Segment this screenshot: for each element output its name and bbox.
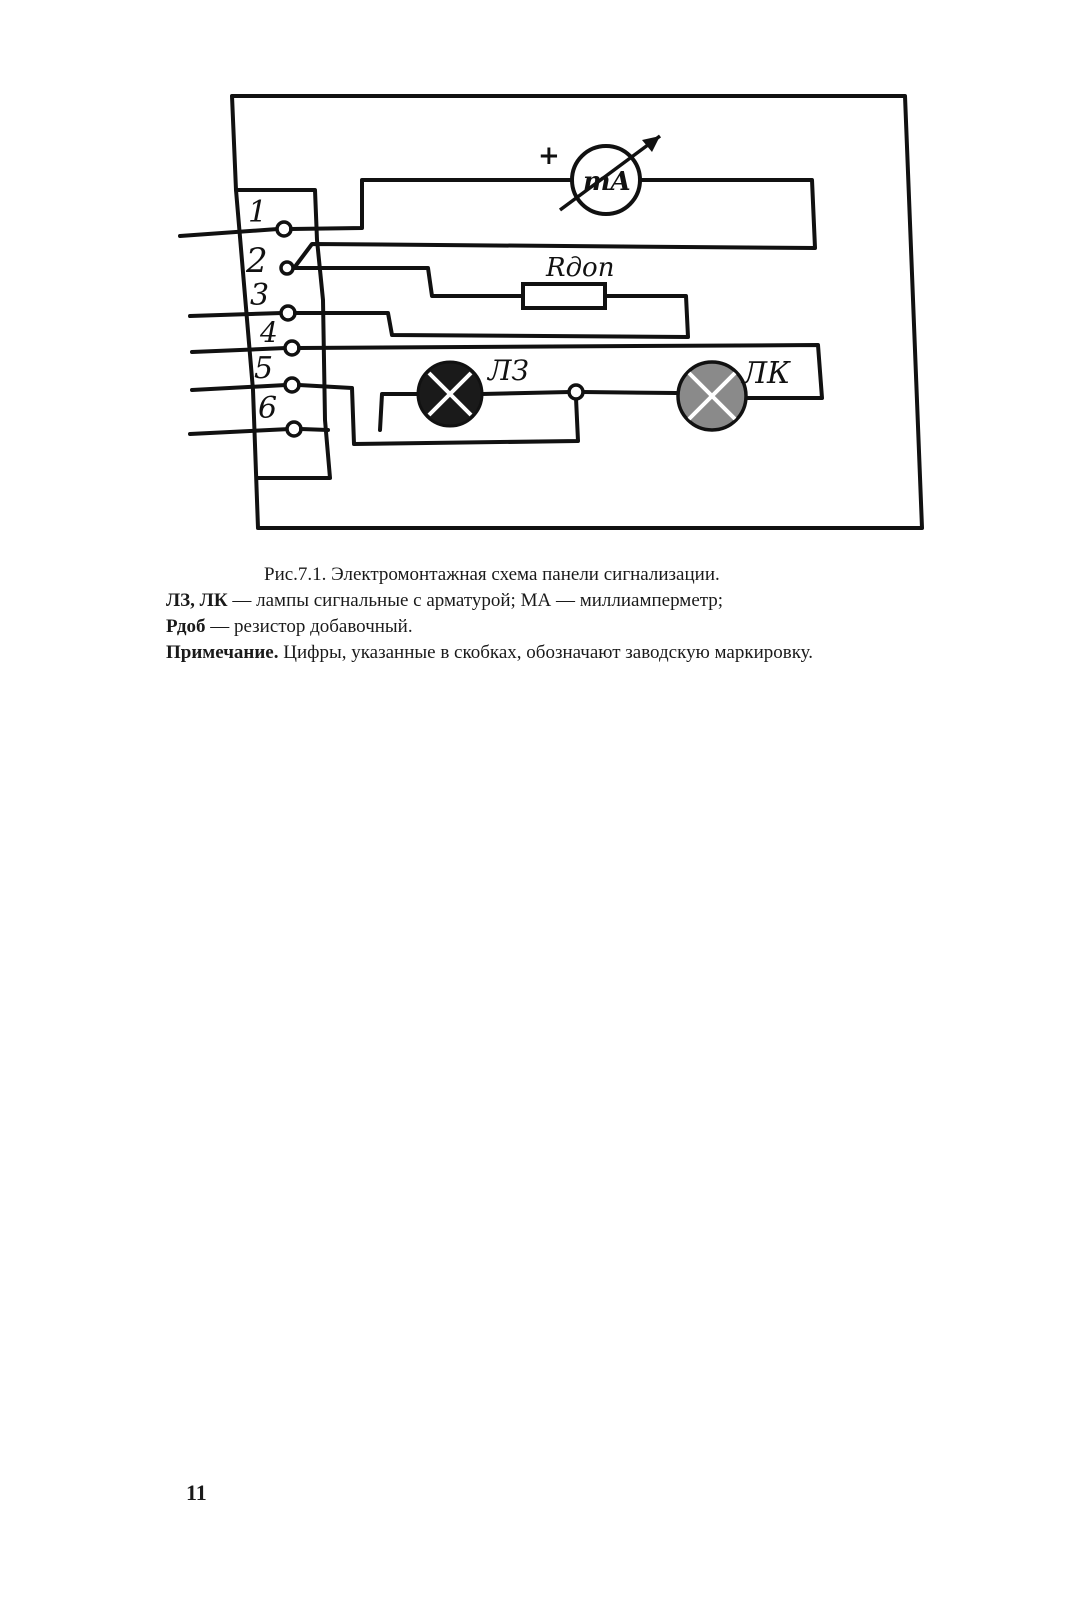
external-leads — [178, 227, 292, 436]
terminal-3-contact — [279, 304, 297, 322]
milliammeter-circuit: mA + — [289, 134, 817, 270]
meter-adjust-arrow — [558, 134, 662, 212]
terminal-6-number: 6 — [258, 391, 277, 426]
lamp-lk-label: ЛК — [740, 356, 791, 391]
page-number: 11 — [186, 1480, 207, 1505]
terminal-4-contact — [283, 339, 301, 357]
legend-lamps-term: ЛЗ, ЛК — [166, 590, 228, 611]
legend-resistor-text: — резистор добавочный. — [205, 616, 413, 637]
lamp-junction — [567, 383, 585, 401]
terminal-3-number: 3 — [250, 278, 269, 313]
caption-legend-resistor: Рдоб — резистор добавочный. — [166, 614, 1016, 640]
caption-note: Примечание. Цифры, указанные в скобках, … — [166, 640, 1006, 666]
resistor-circuit: Rдоп — [292, 253, 690, 339]
meter-label: mA — [583, 167, 631, 197]
terminal-5-number: 5 — [254, 351, 273, 386]
caption-legend-lamps: ЛЗ, ЛК — лампы сигнальные с арматурой; М… — [166, 588, 1016, 614]
wiring-diagram: 1 2 3 4 5 6 mA + Rдоп — [178, 94, 924, 530]
terminal-4-number: 4 — [259, 316, 278, 349]
note-term: Примечание. — [166, 642, 279, 663]
terminal-numbers: 1 2 3 4 5 6 — [245, 195, 278, 426]
lamp-circuit: ЛЗ ЛК — [297, 343, 824, 446]
lamp-lk-icon — [676, 360, 748, 432]
figure-caption: Рис.7.1. Электромонтажная схема панели с… — [166, 562, 1016, 666]
terminal-1-number: 1 — [248, 195, 267, 230]
terminal-1-contact — [275, 220, 293, 238]
terminal-2-contact — [279, 260, 295, 276]
caption-title: Рис.7.1. Электромонтажная схема панели с… — [264, 564, 720, 585]
terminal-6-contact — [285, 420, 303, 438]
resistor-label: Rдоп — [545, 253, 614, 283]
terminal-contacts — [275, 220, 303, 438]
legend-lamps-text: — лампы сигнальные с арматурой; МА — мил… — [227, 590, 724, 611]
terminal-5-contact — [283, 376, 301, 394]
lamp-lz-label: ЛЗ — [486, 354, 529, 387]
terminal-2-number: 2 — [245, 241, 268, 281]
meter-polarity: + — [538, 141, 560, 171]
legend-resistor-term: Рдоб — [166, 616, 206, 637]
resistor-icon — [521, 282, 607, 310]
terminal-block — [234, 188, 332, 480]
lamp-lz-icon — [416, 360, 484, 428]
note-text: Цифры, указанные в скобках, обозначают з… — [278, 642, 814, 663]
